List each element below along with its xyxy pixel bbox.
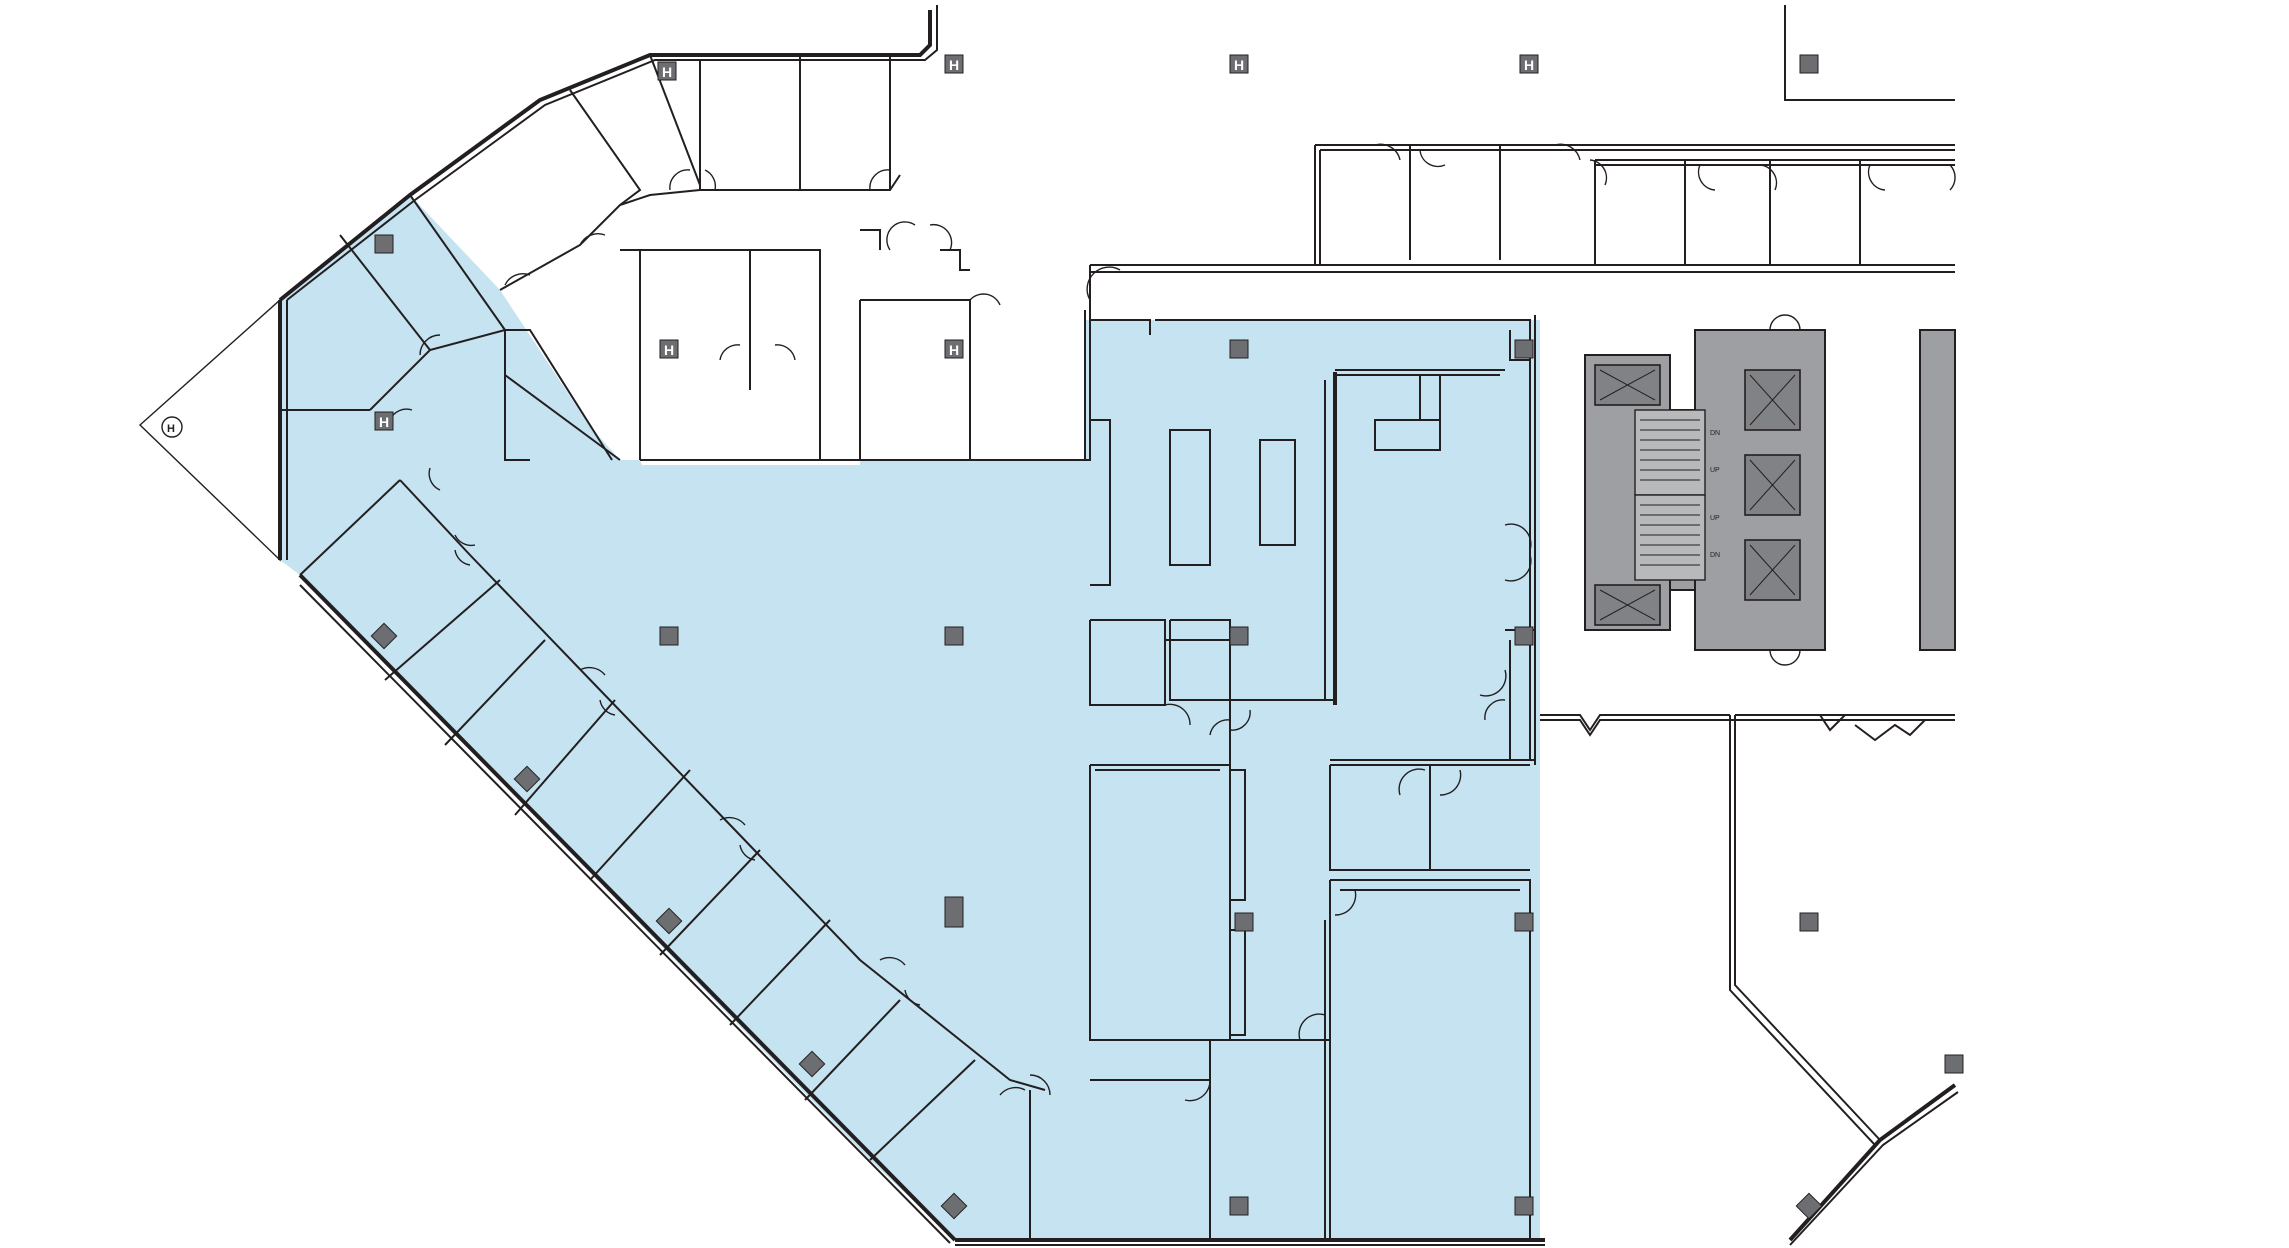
column-icon [370, 622, 398, 650]
svg-text:H: H [949, 342, 959, 358]
column-h-icon: H [1519, 54, 1539, 74]
svg-text:H: H [662, 64, 672, 80]
column-icon [1514, 626, 1534, 646]
column-h-icon: H [1229, 54, 1249, 74]
entry-column-icon: H [161, 416, 183, 438]
structural-columns: H H H H H H H H [161, 54, 1964, 1220]
column-icon [940, 1192, 968, 1220]
column-h-icon: H [944, 54, 964, 74]
column-icon [1944, 1054, 1964, 1074]
column-icon [1514, 339, 1534, 359]
south-east-area [1540, 714, 1955, 742]
svg-text:H: H [1524, 57, 1534, 73]
column-icon [1799, 54, 1819, 74]
building-shell [138, 5, 1959, 1246]
svg-text:H: H [949, 57, 959, 73]
suite-interior [860, 265, 1536, 1240]
column-icon [1229, 1196, 1249, 1216]
stair-label-dn-b: DN [1710, 552, 1720, 559]
column-icon [1795, 1192, 1823, 1220]
column-icon [655, 907, 683, 935]
column-h-icon: H [659, 339, 679, 359]
column-icon [513, 765, 541, 793]
stair-label-up-a: UP [1710, 467, 1720, 474]
column-icon [1229, 339, 1249, 359]
column-h-icon: H [944, 339, 964, 359]
svg-text:H: H [379, 414, 389, 430]
column-h-icon: H [657, 61, 677, 81]
svg-text:H: H [167, 423, 175, 435]
svg-text:H: H [1234, 57, 1244, 73]
column-icon [1514, 912, 1534, 932]
column-icon [1514, 1196, 1534, 1216]
column-icon [1229, 626, 1249, 646]
stair-label-dn-a: DN [1710, 430, 1720, 437]
column-icon [1234, 912, 1254, 932]
north-offices [1090, 143, 1956, 273]
stair-label-up-b: UP [1710, 515, 1720, 522]
column-icon [1799, 912, 1819, 932]
column-icon [798, 1050, 826, 1078]
column-h-icon: H [374, 411, 394, 431]
svg-text:H: H [664, 342, 674, 358]
column-icon [374, 234, 394, 254]
highlighted-suite[interactable] [280, 195, 1540, 1240]
column-icon [944, 896, 964, 928]
north-west-offices [499, 54, 1001, 461]
west-offices [280, 194, 1051, 1161]
column-icon [659, 626, 679, 646]
column-icon [944, 626, 964, 646]
building-core: DN UP UP DN [1584, 314, 1956, 666]
